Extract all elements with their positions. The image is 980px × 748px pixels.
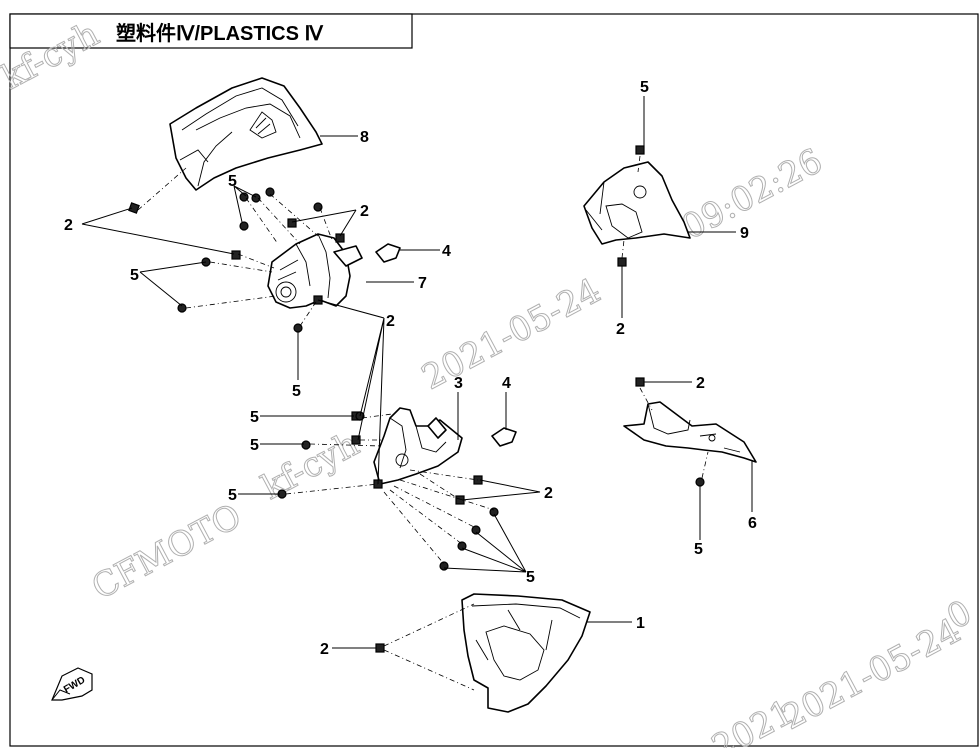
callout-5: 5	[640, 79, 649, 96]
watermark-mid: kf-cyh	[255, 424, 365, 508]
callout-5: 5	[694, 541, 703, 558]
assembly-lines	[137, 155, 709, 691]
callout-2: 2	[64, 217, 73, 234]
watermark-brand: CFMOTO	[85, 496, 248, 608]
part-4-clip-upper	[375, 243, 401, 263]
callout-2: 2	[386, 313, 395, 330]
part-8-upper-panel	[169, 77, 323, 191]
callout-2: 2	[616, 321, 625, 338]
callout-1: 1	[636, 615, 645, 632]
drawing-frame	[9, 13, 979, 747]
leader-lines	[81, 96, 753, 649]
callout-7: 7	[418, 275, 427, 292]
watermark-date-top: 2021-05-24	[415, 271, 607, 398]
watermark-date-bottom: 2021-05-24	[775, 611, 967, 738]
callout-2: 2	[696, 375, 705, 392]
callout-labels: 8 5 2 2 4 5 7 2 5 5 9 2 3 4 5 5 5 2 5 2 …	[64, 79, 757, 658]
callout-5: 5	[250, 437, 259, 454]
callout-5: 5	[250, 409, 259, 426]
diagram-title: 塑料件Ⅳ/PLASTICS Ⅳ	[116, 21, 323, 45]
part-6-lower-right-cover	[623, 401, 757, 463]
callout-8: 8	[360, 129, 369, 146]
callout-5: 5	[292, 383, 301, 400]
callout-2: 2	[320, 641, 329, 658]
part-7-bracket	[267, 233, 363, 309]
title-block	[9, 13, 413, 49]
part-9-upper-right-cover	[583, 161, 691, 245]
part-3-lower-bracket	[373, 407, 463, 485]
callout-4: 4	[442, 243, 451, 260]
callout-5: 5	[526, 569, 535, 586]
callout-2: 2	[544, 485, 553, 502]
callout-4: 4	[502, 375, 511, 392]
callout-6: 6	[748, 515, 757, 532]
callout-9: 9	[740, 225, 749, 242]
callout-2: 2	[360, 203, 369, 220]
part-4-clip-lower	[491, 427, 517, 447]
forward-direction-arrow: FWD	[51, 667, 93, 701]
callout-5: 5	[228, 487, 237, 504]
callout-3: 3	[454, 375, 463, 392]
callout-5: 5	[228, 173, 237, 190]
part-1-lower-cover	[461, 593, 591, 713]
callout-5: 5	[130, 267, 139, 284]
